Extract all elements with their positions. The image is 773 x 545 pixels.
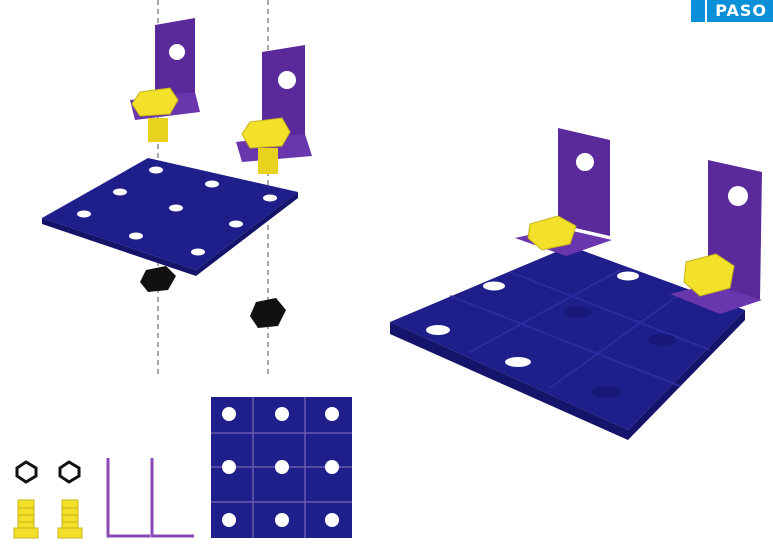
bracket-icon: [108, 458, 150, 536]
screw-icon: [58, 500, 82, 538]
step-badge: PASO: [691, 0, 773, 22]
screw-icon: [14, 500, 38, 538]
legend-screws: [14, 500, 82, 538]
legend-brackets: [108, 458, 194, 536]
step-badge-label: PASO: [707, 0, 773, 22]
plate-exploded: [42, 158, 298, 276]
bracket-icon: [152, 458, 194, 536]
nut-left-exploded: [140, 266, 176, 292]
nut-right-exploded: [250, 298, 286, 328]
nut-icon: [60, 462, 79, 482]
legend-plate: [211, 397, 352, 538]
legend-nuts: [17, 462, 79, 482]
badge-square-icon: [691, 0, 707, 22]
nut-icon: [17, 462, 36, 482]
